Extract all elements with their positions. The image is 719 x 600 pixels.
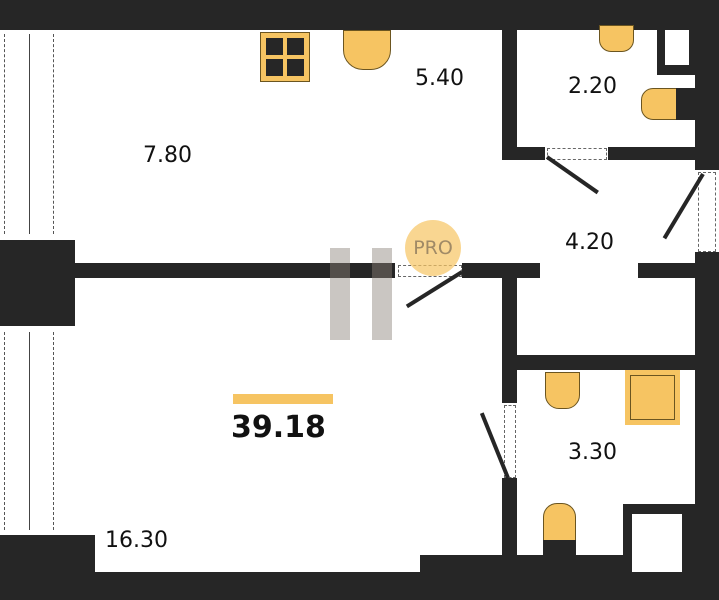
wall-right	[695, 0, 719, 170]
bath1-sink-icon	[599, 25, 634, 52]
total-area: 39.18	[231, 410, 326, 445]
bath2-sink-icon	[545, 372, 580, 409]
wall-middle-2	[462, 263, 540, 278]
door-opening-entrance	[698, 172, 716, 252]
toilet-tank-2	[543, 540, 576, 572]
wall-bath2-left-b	[502, 478, 517, 572]
toilet-tank	[676, 88, 695, 120]
wall-left-pier	[0, 240, 75, 326]
shower-icon	[625, 370, 680, 425]
wall-bath1-bottom-b	[608, 147, 695, 160]
bath2-toilet-icon	[543, 503, 576, 543]
area-label-living: 16.30	[105, 528, 168, 553]
area-label-room: 7.80	[143, 143, 192, 168]
window-upper	[4, 34, 54, 234]
shaft-void-2	[632, 514, 682, 572]
wall-right-lower	[695, 252, 719, 600]
wall-middle-3	[638, 263, 695, 278]
kitchen-sink-icon	[343, 30, 391, 70]
area-label-bath2: 3.30	[568, 440, 617, 465]
wall-left-bottom	[0, 535, 95, 600]
area-label-kitchen: 5.40	[415, 66, 464, 91]
watermark-logo	[330, 248, 392, 340]
wall-bath1-bottom-a	[502, 147, 545, 160]
wall-bath1-left	[502, 30, 517, 160]
door-opening-bath2	[504, 405, 516, 478]
door-opening-bath1	[547, 148, 607, 160]
wall-middle	[75, 263, 395, 278]
wall-bath2-left-a	[502, 278, 517, 403]
window-lower	[4, 332, 54, 530]
bath1-toilet-icon	[641, 88, 678, 120]
wall-bath2-top	[517, 355, 695, 370]
door-bath1[interactable]	[545, 155, 599, 195]
pro-badge: PRO	[405, 220, 461, 276]
total-area-bar	[233, 394, 333, 404]
shaft-void	[665, 30, 689, 65]
area-label-hall: 4.20	[565, 230, 614, 255]
stove-icon	[260, 32, 310, 82]
area-label-bath1: 2.20	[568, 74, 617, 99]
